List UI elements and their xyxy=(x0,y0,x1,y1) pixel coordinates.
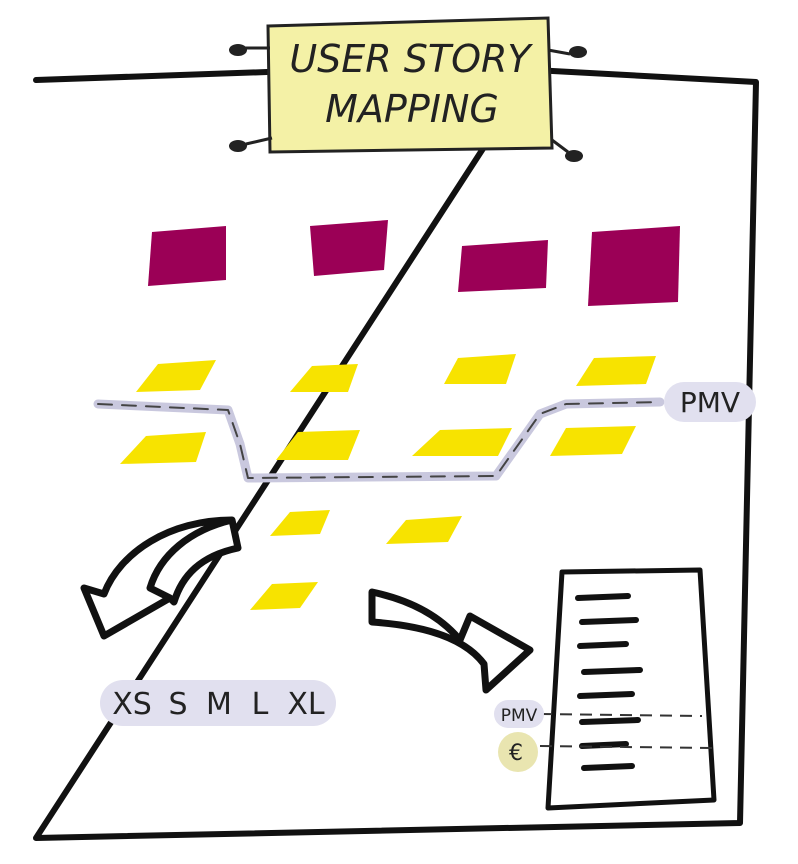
document-lines xyxy=(575,593,643,771)
document-mvp-tag-background xyxy=(494,700,544,728)
document-mvp-tag: PMV xyxy=(501,706,538,726)
mvp-tag-background xyxy=(664,382,756,422)
size-tag-l: L xyxy=(252,687,269,722)
size-tags-background xyxy=(100,680,336,726)
epic-note xyxy=(148,226,226,286)
euro-coin-icon xyxy=(498,732,538,772)
curved-arrow-left-icon xyxy=(80,516,242,640)
story-note xyxy=(136,360,216,392)
story-note xyxy=(444,354,516,384)
banner-pin-bottom-right xyxy=(551,138,583,162)
story-note xyxy=(270,510,330,536)
title-line-1: USER STORY xyxy=(289,37,533,81)
epic-note xyxy=(588,226,680,306)
story-note xyxy=(290,364,358,392)
title-banner-background xyxy=(266,16,554,154)
banner-pin-top-right xyxy=(547,46,587,58)
size-tag-xl: XL xyxy=(287,687,325,722)
size-tag-xs: XS xyxy=(112,687,152,722)
size-tags: XS S M L XL xyxy=(100,680,336,726)
story-note xyxy=(412,428,512,456)
title-banner: USER STORY MAPPING xyxy=(229,16,587,162)
mvp-release-line: PMV xyxy=(93,382,756,483)
story-note xyxy=(120,432,206,464)
size-tag-s: S xyxy=(168,687,187,722)
document-mvp-line xyxy=(539,713,703,717)
document-page xyxy=(545,567,717,811)
epic-notes xyxy=(148,220,680,306)
banner-pin-bottom-left xyxy=(229,136,273,152)
epic-note xyxy=(310,220,388,276)
size-tag-m: M xyxy=(206,687,232,722)
euro-symbol: € xyxy=(509,741,523,766)
curved-arrow-right-icon xyxy=(368,588,534,694)
story-note xyxy=(576,356,656,386)
document-cost-line xyxy=(539,745,713,749)
story-notes xyxy=(120,354,656,610)
title-line-2: MAPPING xyxy=(325,87,499,131)
story-note xyxy=(250,582,318,610)
story-note xyxy=(550,426,636,456)
story-note xyxy=(386,516,462,544)
story-note xyxy=(276,430,360,460)
banner-pin-top-left xyxy=(229,44,270,56)
board-frame xyxy=(33,67,759,841)
backlog-document: PMV € xyxy=(494,567,717,811)
mvp-tag-label: PMV xyxy=(680,386,740,419)
epic-note xyxy=(458,240,548,292)
